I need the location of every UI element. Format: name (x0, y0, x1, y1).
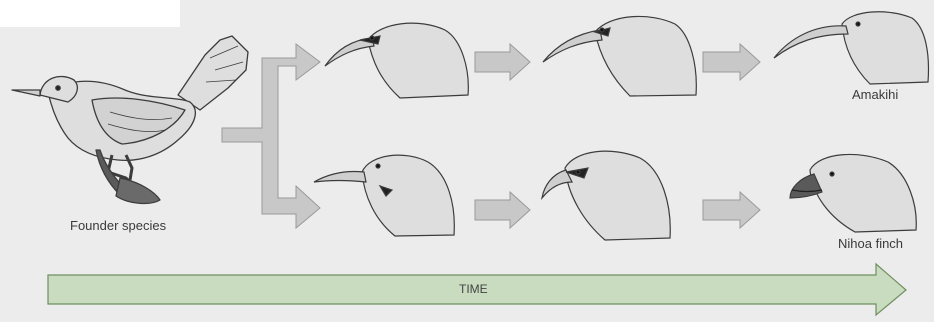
founder-bird-illustration (12, 36, 248, 203)
bottom-head-2 (542, 151, 670, 240)
nihoa-finch-label: Nihoa finch (838, 236, 903, 251)
top-head-3 (774, 12, 928, 84)
arrow-top-mid (475, 44, 530, 80)
arrow-bottom-mid (475, 192, 530, 228)
arrow-top-right (703, 44, 760, 80)
founder-species-label: Founder species (70, 218, 166, 233)
bottom-head-3 (790, 154, 916, 232)
time-label: TIME (459, 282, 488, 296)
top-head-1 (325, 23, 468, 98)
arrow-bottom-right (703, 192, 760, 228)
top-head-2 (543, 16, 696, 96)
amakihi-label: Amakihi (852, 87, 898, 102)
bottom-head-1 (314, 155, 454, 236)
